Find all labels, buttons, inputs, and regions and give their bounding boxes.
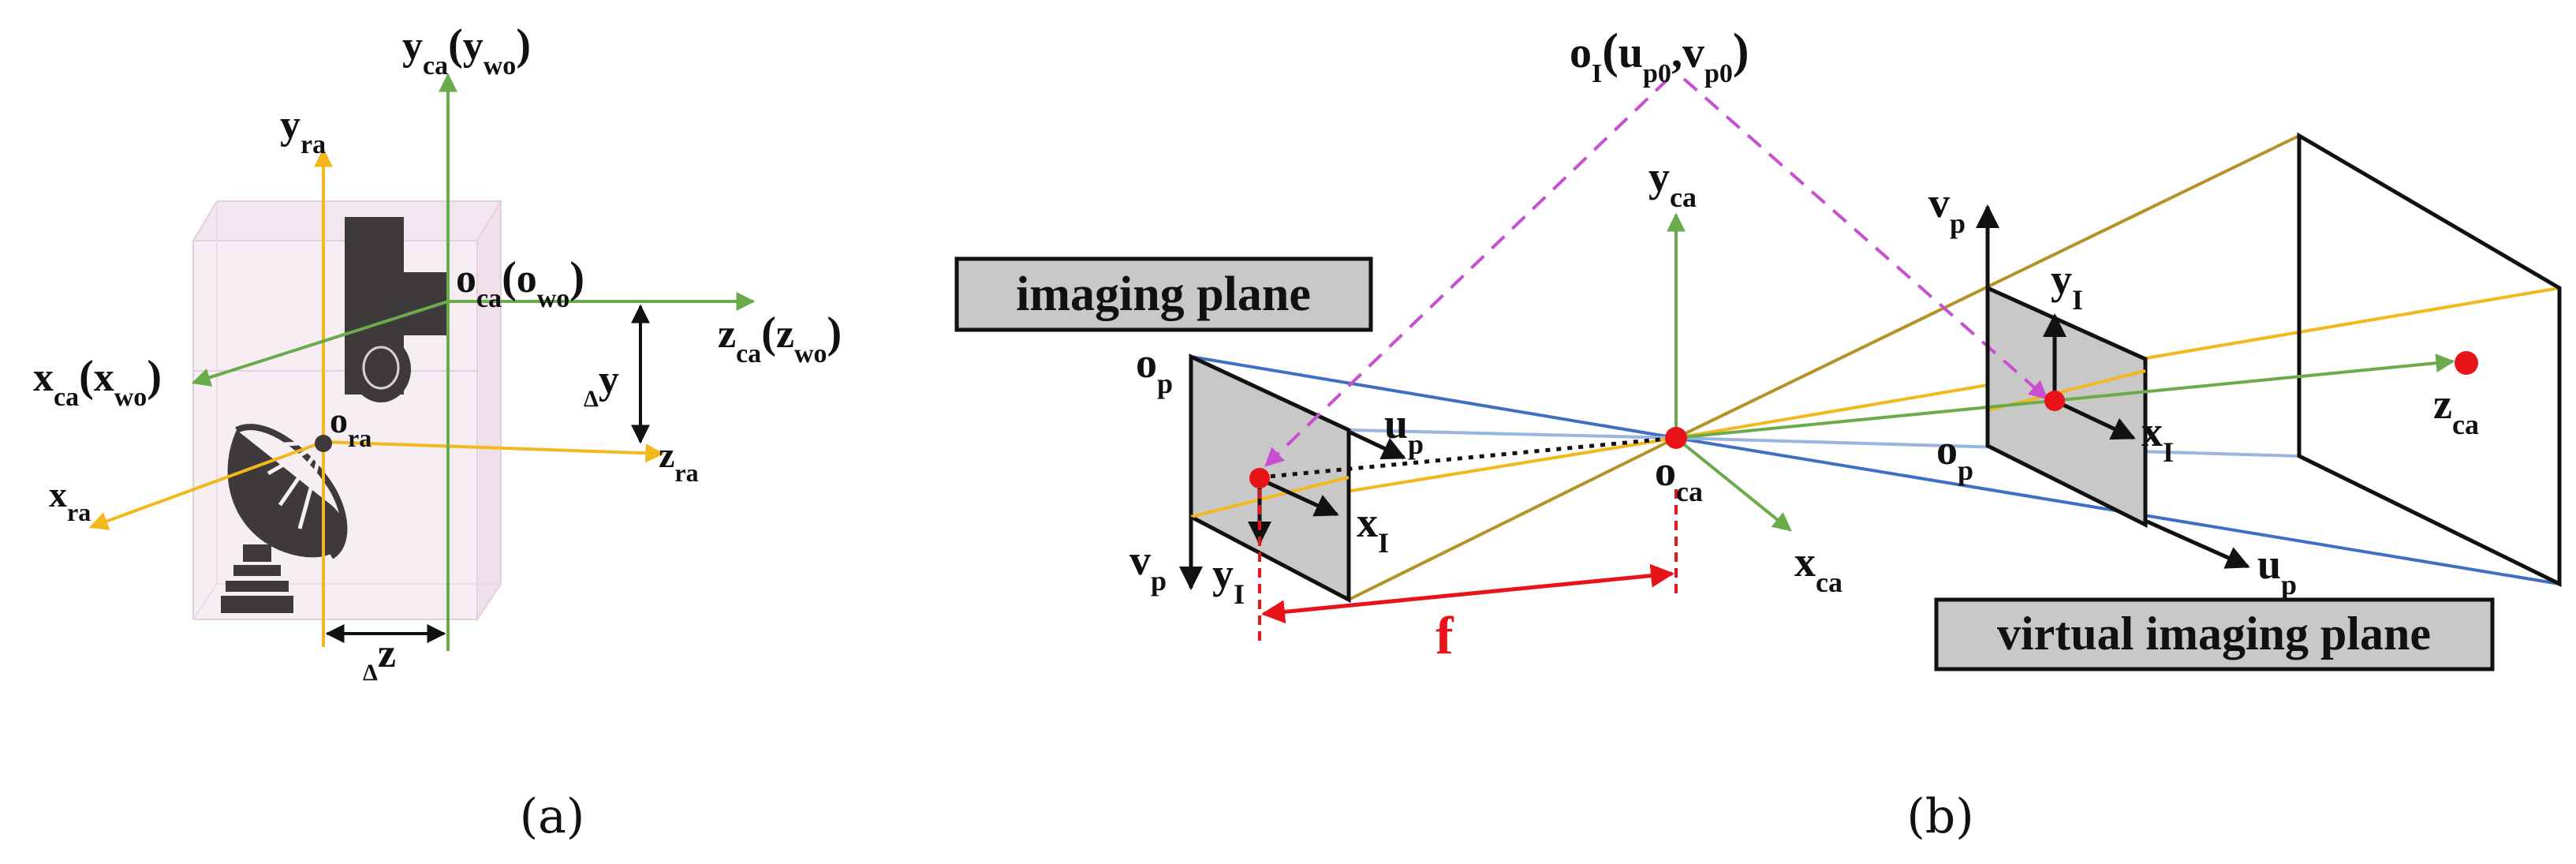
label-f: f bbox=[1435, 605, 1454, 665]
label-x-ca-wo: xca(xwo) bbox=[33, 352, 162, 412]
label-oI: oI(up0,vp0) bbox=[1570, 24, 1749, 88]
label-y-ca-wo: yca(ywo) bbox=[402, 21, 531, 80]
label-x-ca-b: xca bbox=[1794, 538, 1842, 598]
x-ca-axis bbox=[191, 300, 449, 387]
left-principal-point bbox=[1249, 468, 1270, 488]
label-left-up: up bbox=[1384, 400, 1424, 460]
imaging-plane-label-box: imaging plane bbox=[954, 256, 1373, 332]
x-ca-axis-b bbox=[1674, 436, 1792, 532]
label-y-ra: yra bbox=[280, 103, 326, 159]
left-xI-arrow bbox=[1258, 477, 1339, 517]
label-left-yI: yI bbox=[1212, 550, 1245, 610]
o-ca-point bbox=[1665, 427, 1687, 449]
label-delta-z: Δz bbox=[363, 631, 396, 686]
oI-dashed-left bbox=[1264, 77, 1670, 467]
virtual-plane-label-box: virtual imaging plane bbox=[1934, 597, 2495, 671]
z-ca-point bbox=[2455, 351, 2478, 375]
svg-text:virtual imaging plane: virtual imaging plane bbox=[1997, 608, 2431, 660]
label-delta-y: Δy bbox=[584, 357, 619, 412]
right-up-arrow bbox=[2144, 518, 2250, 569]
o-ra-origin bbox=[315, 435, 332, 452]
right-xI-arrow bbox=[2053, 398, 2136, 440]
panel-a: yca(ywo) yra oca(owo) zca(zwo) xca(xwo) … bbox=[33, 21, 842, 844]
label-z-ca-wo: zca(zwo) bbox=[718, 309, 842, 368]
label-right-vp: vp bbox=[1928, 179, 1966, 239]
label-x-ra: xra bbox=[49, 474, 91, 526]
label-left-op: op bbox=[1136, 339, 1173, 399]
label-o-ra: ora bbox=[330, 400, 371, 452]
label-o-ca-wo: oca(owo) bbox=[456, 253, 584, 313]
label-right-yI: yI bbox=[2051, 256, 2083, 316]
label-z-ra: zra bbox=[659, 435, 699, 487]
svg-text:imaging plane: imaging plane bbox=[1016, 267, 1311, 321]
principal-ray bbox=[1259, 436, 1677, 480]
caption-a: (a) bbox=[520, 789, 585, 844]
label-right-op: op bbox=[1936, 426, 1973, 486]
panel-b: imaging plane virtual imaging plane bbox=[954, 24, 2562, 844]
left-up-arrow bbox=[1349, 430, 1406, 460]
label-left-vp: vp bbox=[1129, 537, 1167, 597]
caption-b: (b) bbox=[1906, 789, 1973, 844]
label-left-xI: xI bbox=[1357, 499, 1389, 559]
label-right-up: up bbox=[2257, 540, 2297, 600]
label-y-ca-b: yca bbox=[1648, 153, 1697, 213]
projection-lines bbox=[1190, 134, 2560, 601]
x-ra-axis bbox=[88, 440, 324, 530]
f-arrow bbox=[1261, 563, 1674, 624]
label-z-ca-b: zca bbox=[2433, 380, 2479, 440]
label-o-ca-b: oca bbox=[1655, 447, 1703, 507]
z-ra-axis bbox=[323, 440, 665, 463]
right-principal-point bbox=[2044, 391, 2065, 411]
rear-frame bbox=[2297, 132, 2562, 588]
label-right-xI: xI bbox=[2141, 408, 2174, 468]
radar-dish-icon bbox=[221, 424, 348, 613]
oI-dashed-right bbox=[1682, 77, 2048, 400]
